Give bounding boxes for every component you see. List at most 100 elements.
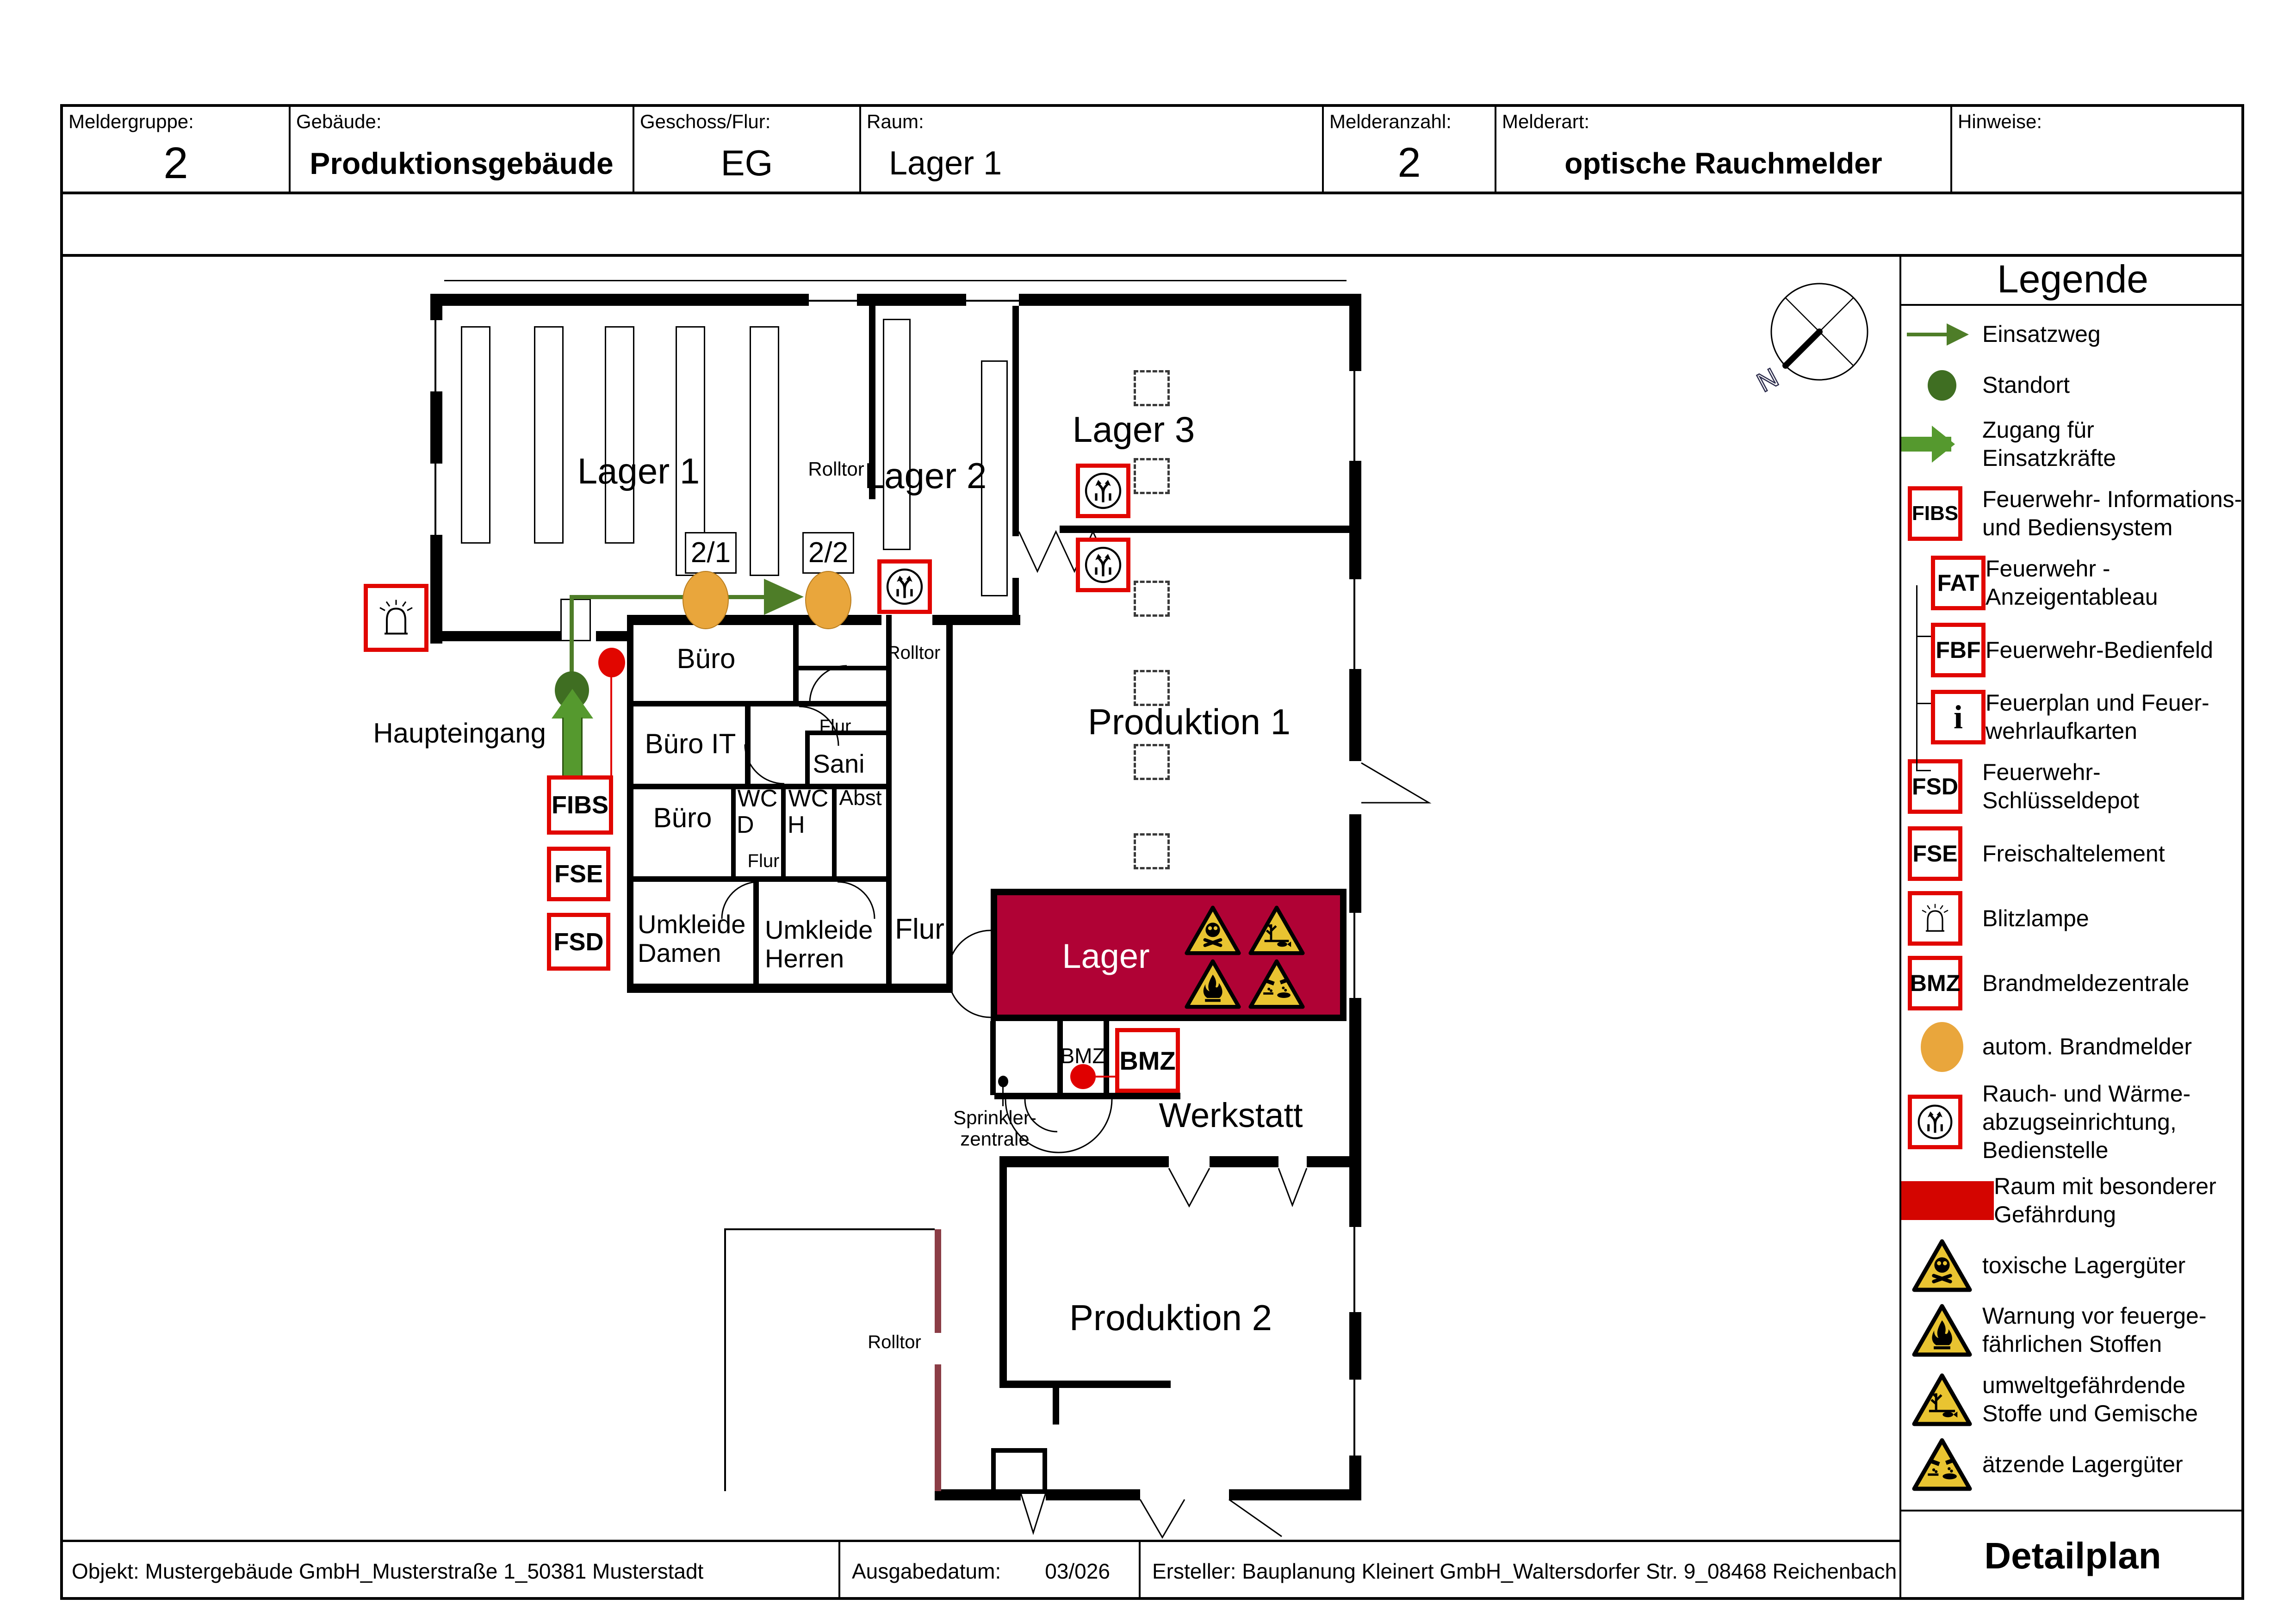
legend-item-feuergefahr: Warnung vor feuerge-fährlichen Stoffen bbox=[1901, 1295, 2244, 1365]
room-label-produktion2: Produktion 2 bbox=[1069, 1297, 1272, 1338]
field-value: optische Rauchmelder bbox=[1564, 146, 1882, 180]
wc-h-line2: H bbox=[788, 812, 805, 838]
legend-label: Standort bbox=[1982, 372, 2070, 398]
wall bbox=[805, 731, 888, 735]
legend-item-fbf: FBF Feuerwehr-Bedienfeld bbox=[1901, 618, 2244, 682]
wall bbox=[946, 615, 953, 993]
legend-label: Warnung vor feuerge- bbox=[1982, 1303, 2207, 1329]
room-label-werkstatt: Werkstatt bbox=[1159, 1096, 1303, 1135]
wall bbox=[1053, 1381, 1059, 1425]
warning-triangle-corrosive-icon bbox=[1248, 959, 1305, 1009]
field-label: Gebäude: bbox=[296, 111, 382, 132]
legend-label: Feuerwehr- bbox=[1982, 759, 2101, 785]
fsd-panel: FSD bbox=[547, 913, 610, 971]
wall bbox=[627, 876, 892, 882]
field-label: Melderart: bbox=[1502, 111, 1590, 132]
wall bbox=[731, 784, 736, 882]
wall bbox=[1060, 526, 1351, 533]
legend-label: Rauch- und Wärme- bbox=[1982, 1080, 2191, 1107]
fibs-connector-line bbox=[610, 676, 612, 775]
header-cell-geschoss: Geschoss/Flur: EG bbox=[634, 107, 861, 192]
umkleide-herren-line1: Umkleide bbox=[765, 915, 873, 945]
roof-line bbox=[444, 280, 1347, 281]
field-label: Melderanzahl: bbox=[1329, 111, 1452, 132]
legend-label: Feuerwehr-Bedienfeld bbox=[1986, 637, 2213, 663]
legend-item-standort: Standort bbox=[1901, 361, 2244, 409]
room-label-abst: Abst bbox=[839, 785, 882, 810]
warning-triangle-toxic-icon bbox=[1911, 1239, 1972, 1292]
compass-north-label: N bbox=[1752, 362, 1784, 398]
legend-label: Feuerwehr - bbox=[1986, 556, 2110, 582]
warning-triangle-corrosive-icon bbox=[1911, 1438, 1972, 1491]
legend-label: Feuerwehr- Informations- bbox=[1982, 486, 2242, 512]
detector-label-2-2: 2/2 bbox=[802, 532, 854, 574]
sprinkler-dot bbox=[998, 1076, 1008, 1087]
fibs-box-icon: FIBS bbox=[1908, 486, 1962, 541]
legend-label: und Bediensystem bbox=[1982, 514, 2173, 540]
access-arrow-shaft-icon bbox=[562, 718, 583, 782]
room-label-flur-upper: Flur bbox=[819, 716, 851, 737]
wall bbox=[1229, 1489, 1351, 1500]
fbf-box-icon: FBF bbox=[1931, 623, 1986, 677]
legend-label: ätzende Lagergüter bbox=[1982, 1451, 2183, 1477]
blitzlampe-icon bbox=[364, 584, 428, 652]
standort-icon bbox=[1927, 370, 1956, 401]
warning-triangle-environment-icon bbox=[1248, 905, 1305, 955]
wall bbox=[793, 666, 892, 670]
rwa-icon bbox=[1076, 538, 1130, 592]
legend-label: Zugang für bbox=[1982, 417, 2094, 443]
wall bbox=[805, 731, 810, 789]
legend-item-fse: FSE Freischaltelement bbox=[1901, 821, 2244, 886]
umkleide-damen-line2: Damen bbox=[638, 938, 721, 967]
info-box-icon: i bbox=[1931, 690, 1986, 744]
rack bbox=[883, 319, 911, 550]
wall bbox=[430, 631, 563, 641]
wall bbox=[1307, 1156, 1351, 1167]
footer-bar: Objekt: Mustergebäude GmbH_Musterstraße … bbox=[60, 1540, 1899, 1600]
wall bbox=[990, 1021, 996, 1095]
blitzlampe-icon bbox=[1908, 891, 1962, 946]
field-value: 2 bbox=[163, 138, 188, 188]
rack bbox=[981, 360, 1008, 596]
wall bbox=[1046, 1489, 1140, 1500]
legend-item-bmz: BMZ Brandmeldezentrale bbox=[1901, 951, 2244, 1016]
room-label-buero-top: Büro bbox=[676, 643, 736, 674]
legend-label: Blitzlampe bbox=[1982, 905, 2089, 931]
window bbox=[430, 319, 442, 393]
wall bbox=[1012, 578, 1019, 625]
legend-item-einsatzweg: Einsatzweg bbox=[1901, 308, 2244, 361]
warning-triangle-flammable-icon bbox=[1911, 1304, 1972, 1357]
wall bbox=[999, 1381, 1171, 1388]
legend-connector bbox=[1916, 636, 1931, 637]
legend-connector bbox=[1916, 770, 1931, 771]
header-cell-raum: Raum: Lager 1 bbox=[861, 107, 1324, 192]
legend-label: wehrlaufkarten bbox=[1986, 718, 2137, 744]
legend-label: Bedienstelle bbox=[1982, 1137, 2109, 1163]
wall bbox=[999, 1156, 1169, 1167]
footer-ausgabedatum: Ausgabedatum: 03/026 bbox=[840, 1542, 1141, 1600]
legend-label: umweltgefährdende bbox=[1982, 1372, 2186, 1398]
wall bbox=[869, 294, 875, 499]
legend-item-rwa: Rauch- und Wärme-abzugseinrichtung,Bedie… bbox=[1901, 1078, 2244, 1166]
dashed-opening bbox=[1134, 744, 1170, 780]
room-label-lager3: Lager 3 bbox=[1072, 409, 1195, 450]
legend-label: Stoffe und Gemische bbox=[1982, 1400, 2198, 1426]
rack bbox=[461, 326, 490, 544]
room-label-lager1: Lager 1 bbox=[577, 451, 700, 492]
legend-label: fährlichen Stoffen bbox=[1982, 1331, 2162, 1357]
dashed-opening bbox=[1134, 458, 1170, 494]
door-label-rolltor-office: Rolltor bbox=[887, 643, 941, 663]
room-label-buero-it: Büro IT bbox=[645, 728, 736, 759]
compass-icon: N bbox=[1751, 283, 1868, 398]
detailplan-title: Detailplan bbox=[1901, 1510, 2244, 1600]
legend-title: Legende bbox=[1901, 254, 2244, 306]
bmz-connector-line bbox=[1096, 1076, 1115, 1078]
legend-connector bbox=[1916, 585, 1917, 770]
fat-box-icon: FAT bbox=[1931, 556, 1986, 610]
header-cell-hinweise: Hinweise: bbox=[1952, 107, 2241, 192]
legend-label: Schlüsseldepot bbox=[1982, 787, 2140, 813]
door-gap bbox=[1349, 761, 1361, 814]
wall bbox=[999, 1156, 1007, 1388]
